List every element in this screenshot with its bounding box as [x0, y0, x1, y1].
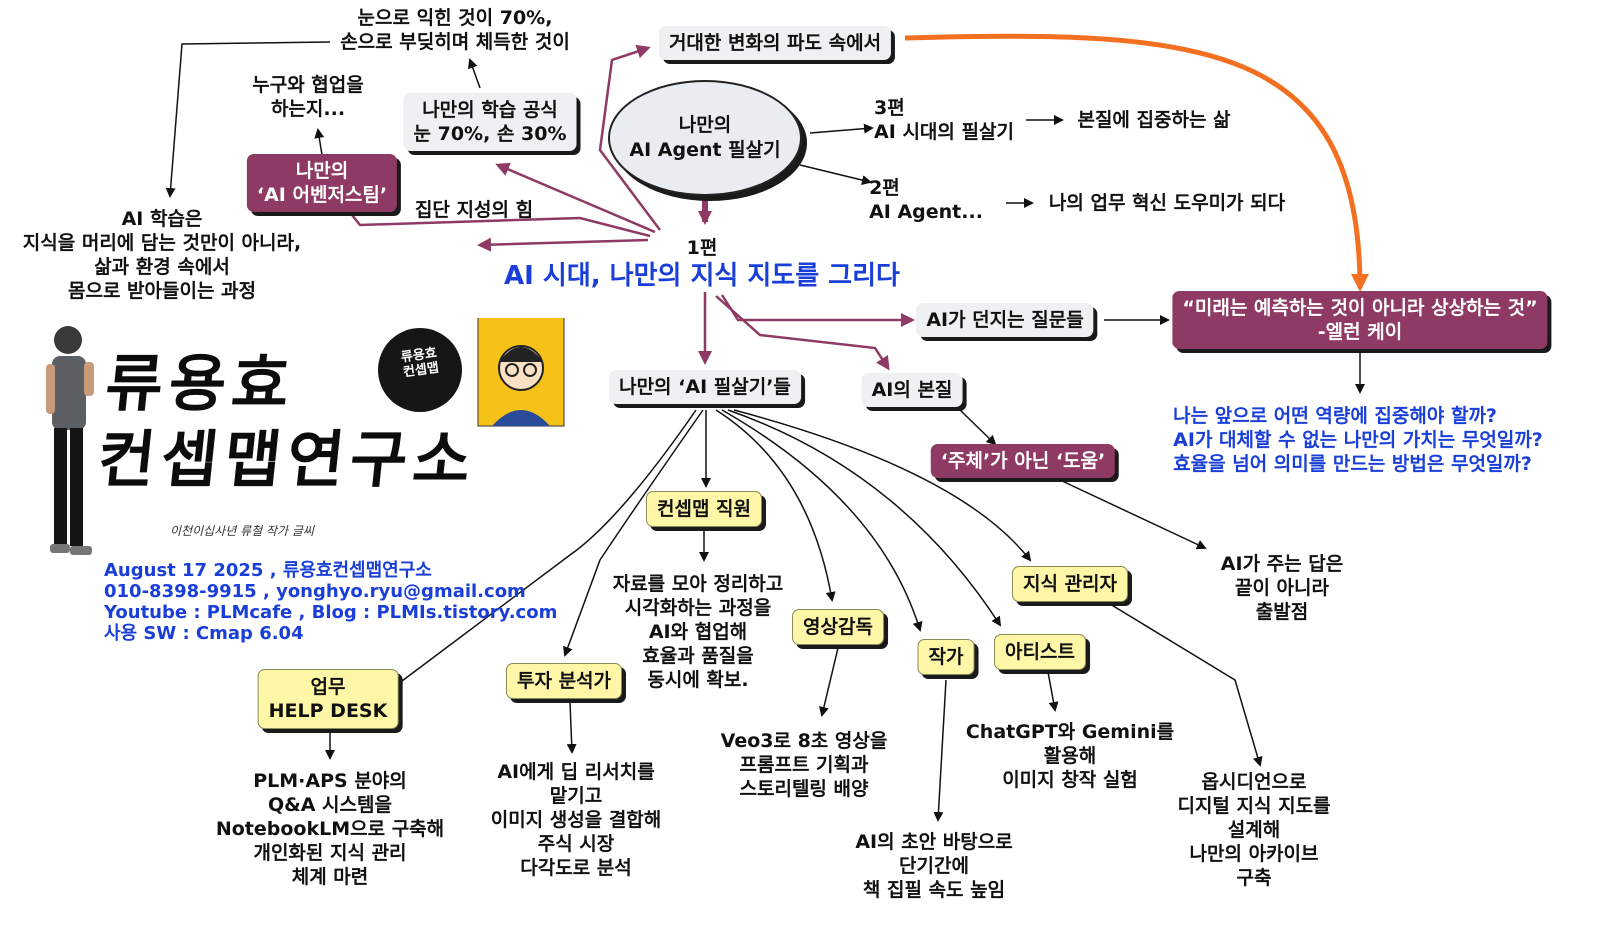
change-wave-node[interactable]: 거대한 변화의 파도 속에서 — [658, 26, 892, 60]
link-hub-helpdesk — [388, 409, 697, 692]
writer-node[interactable]: 작가 — [917, 639, 975, 675]
link-center-avengers — [338, 197, 651, 238]
link-center-essence — [715, 295, 890, 371]
eye-hand-note: 눈으로 익힌 것이 70%, 손으로 부딪히며 체득한 것이 — [340, 7, 570, 53]
link-investor-note — [566, 701, 577, 754]
author-info: August 17 2025 , 류용효컨셉맵연구소 010-8398-9915… — [104, 560, 558, 644]
link-hub-video — [715, 409, 836, 602]
link-eye-ailearn — [165, 41, 331, 198]
branding-area: 류용효 컨셉맵 류용효 컨셉맵연구소 이천이십사년 류철 작가 글씨 — [40, 318, 580, 568]
help-not-subject-node[interactable]: ‘주체’가 아닌 ‘도움’ — [930, 444, 1116, 478]
reflection-questions: 나는 앞으로 어떤 역량에 집중해야 할까? AI가 대체할 수 없는 나만의 … — [1173, 405, 1543, 475]
part2-label: 2편 AI Agent... — [869, 177, 983, 223]
link-center-collective — [477, 237, 649, 252]
investor-node[interactable]: 투자 분석가 — [505, 663, 623, 699]
calligraphy-signature: 이천이십사년 류철 작가 글씨 — [170, 524, 314, 538]
link-help-answer — [1059, 479, 1207, 550]
part2-note: 나의 업무 혁신 도우미가 되다 — [1048, 192, 1286, 214]
learning-formula-node[interactable]: 나만의 학습 공식 눈 70%, 손 30% — [403, 93, 577, 151]
link-artist-note — [1047, 671, 1059, 712]
link-avengers-collab — [314, 128, 325, 156]
ai-skills-hub-node[interactable]: 나만의 ‘AI 필살기’들 — [609, 370, 801, 404]
central-oval[interactable]: 나만의 AI Agent 필살기 — [608, 80, 802, 196]
link-oval-part3 — [809, 123, 874, 134]
avengers-node[interactable]: 나만의 ‘AI 어벤저스팀’ — [246, 154, 398, 212]
helpdesk-note: PLM·APS 분야의 Q&A 시스템을 NotebookLM으로 구축해 개인… — [215, 770, 445, 888]
calligraphy-logo: 류용효 컨셉맵연구소 — [94, 347, 481, 496]
quote-node[interactable]: “미래는 예측하는 것이 아니라 상상하는 것” -엘런 케이 — [1172, 291, 1548, 349]
artist-note: ChatGPT와 Gemini를 활용해 이미지 창작 실험 — [965, 721, 1175, 791]
part1-number: 1편 — [686, 237, 718, 259]
collab-note: 누구와 협업을 하는지... — [252, 74, 364, 120]
person-photo-icon — [46, 318, 565, 555]
link-knowledge-note — [1109, 603, 1263, 767]
link-center-formula — [495, 162, 656, 234]
link-hub-investor — [563, 409, 704, 657]
conceptmap-note: 자료를 모아 정리하고 시각화하는 과정을 AI와 협업해 효율과 품질을 동시… — [612, 573, 784, 691]
helpdesk-node[interactable]: 업무 HELP DESK — [257, 669, 399, 729]
link-video-note — [818, 647, 839, 717]
link-essence-help — [957, 407, 997, 446]
answer-note: AI가 주는 답은 끝이 아니라 출발점 — [1220, 553, 1344, 623]
link-hub-writer — [721, 409, 923, 632]
ai-learning-note: AI 학습은 지식을 머리에 담는 것만이 아니라, 삶과 환경 속에서 몸으로… — [22, 208, 302, 302]
link-oval-part2 — [799, 164, 872, 185]
knowledge-manager-node[interactable]: 지식 관리자 — [1011, 566, 1129, 602]
knowledge-note: 옵시디언으로 디지털 지식 지도를 설계해 나만의 아카이브 구축 — [1177, 771, 1331, 889]
collective-intelligence-label: 집단 지성의 힘 — [414, 199, 534, 221]
writer-note: AI의 초안 바탕으로 단기간에 책 집필 속도 높임 — [855, 831, 1013, 901]
video-note: Veo3로 8초 영상을 프롬프트 기획과 스토리텔링 배양 — [720, 730, 888, 800]
questions-node[interactable]: AI가 던지는 질문들 — [916, 303, 1094, 337]
video-director-node[interactable]: 영상감독 — [792, 609, 884, 645]
essence-node[interactable]: AI의 본질 — [861, 373, 963, 407]
investor-note: AI에게 딥 리서치를 맡기고 이미지 생성을 결합해 주식 시장 다각도로 분… — [490, 761, 662, 879]
part1-title[interactable]: AI 시대, 나만의 지식 지도를 그리다 — [504, 261, 900, 291]
link-hub-knowledge — [733, 409, 1032, 562]
artist-node[interactable]: 아티스트 — [994, 634, 1086, 670]
part3-label: 3편 AI 시대의 필살기 — [874, 97, 1014, 143]
link-writer-note — [933, 679, 947, 822]
link-formula-eye — [467, 58, 481, 89]
link-center-questions — [720, 294, 915, 327]
link-hub-artist — [727, 409, 1002, 627]
link-center-wave — [598, 44, 661, 231]
conceptmap-staff-node[interactable]: 컨셉맵 직원 — [645, 491, 763, 527]
part3-note: 본질에 집중하는 삶 — [1077, 109, 1231, 131]
link-wave-quote — [904, 33, 1369, 292]
